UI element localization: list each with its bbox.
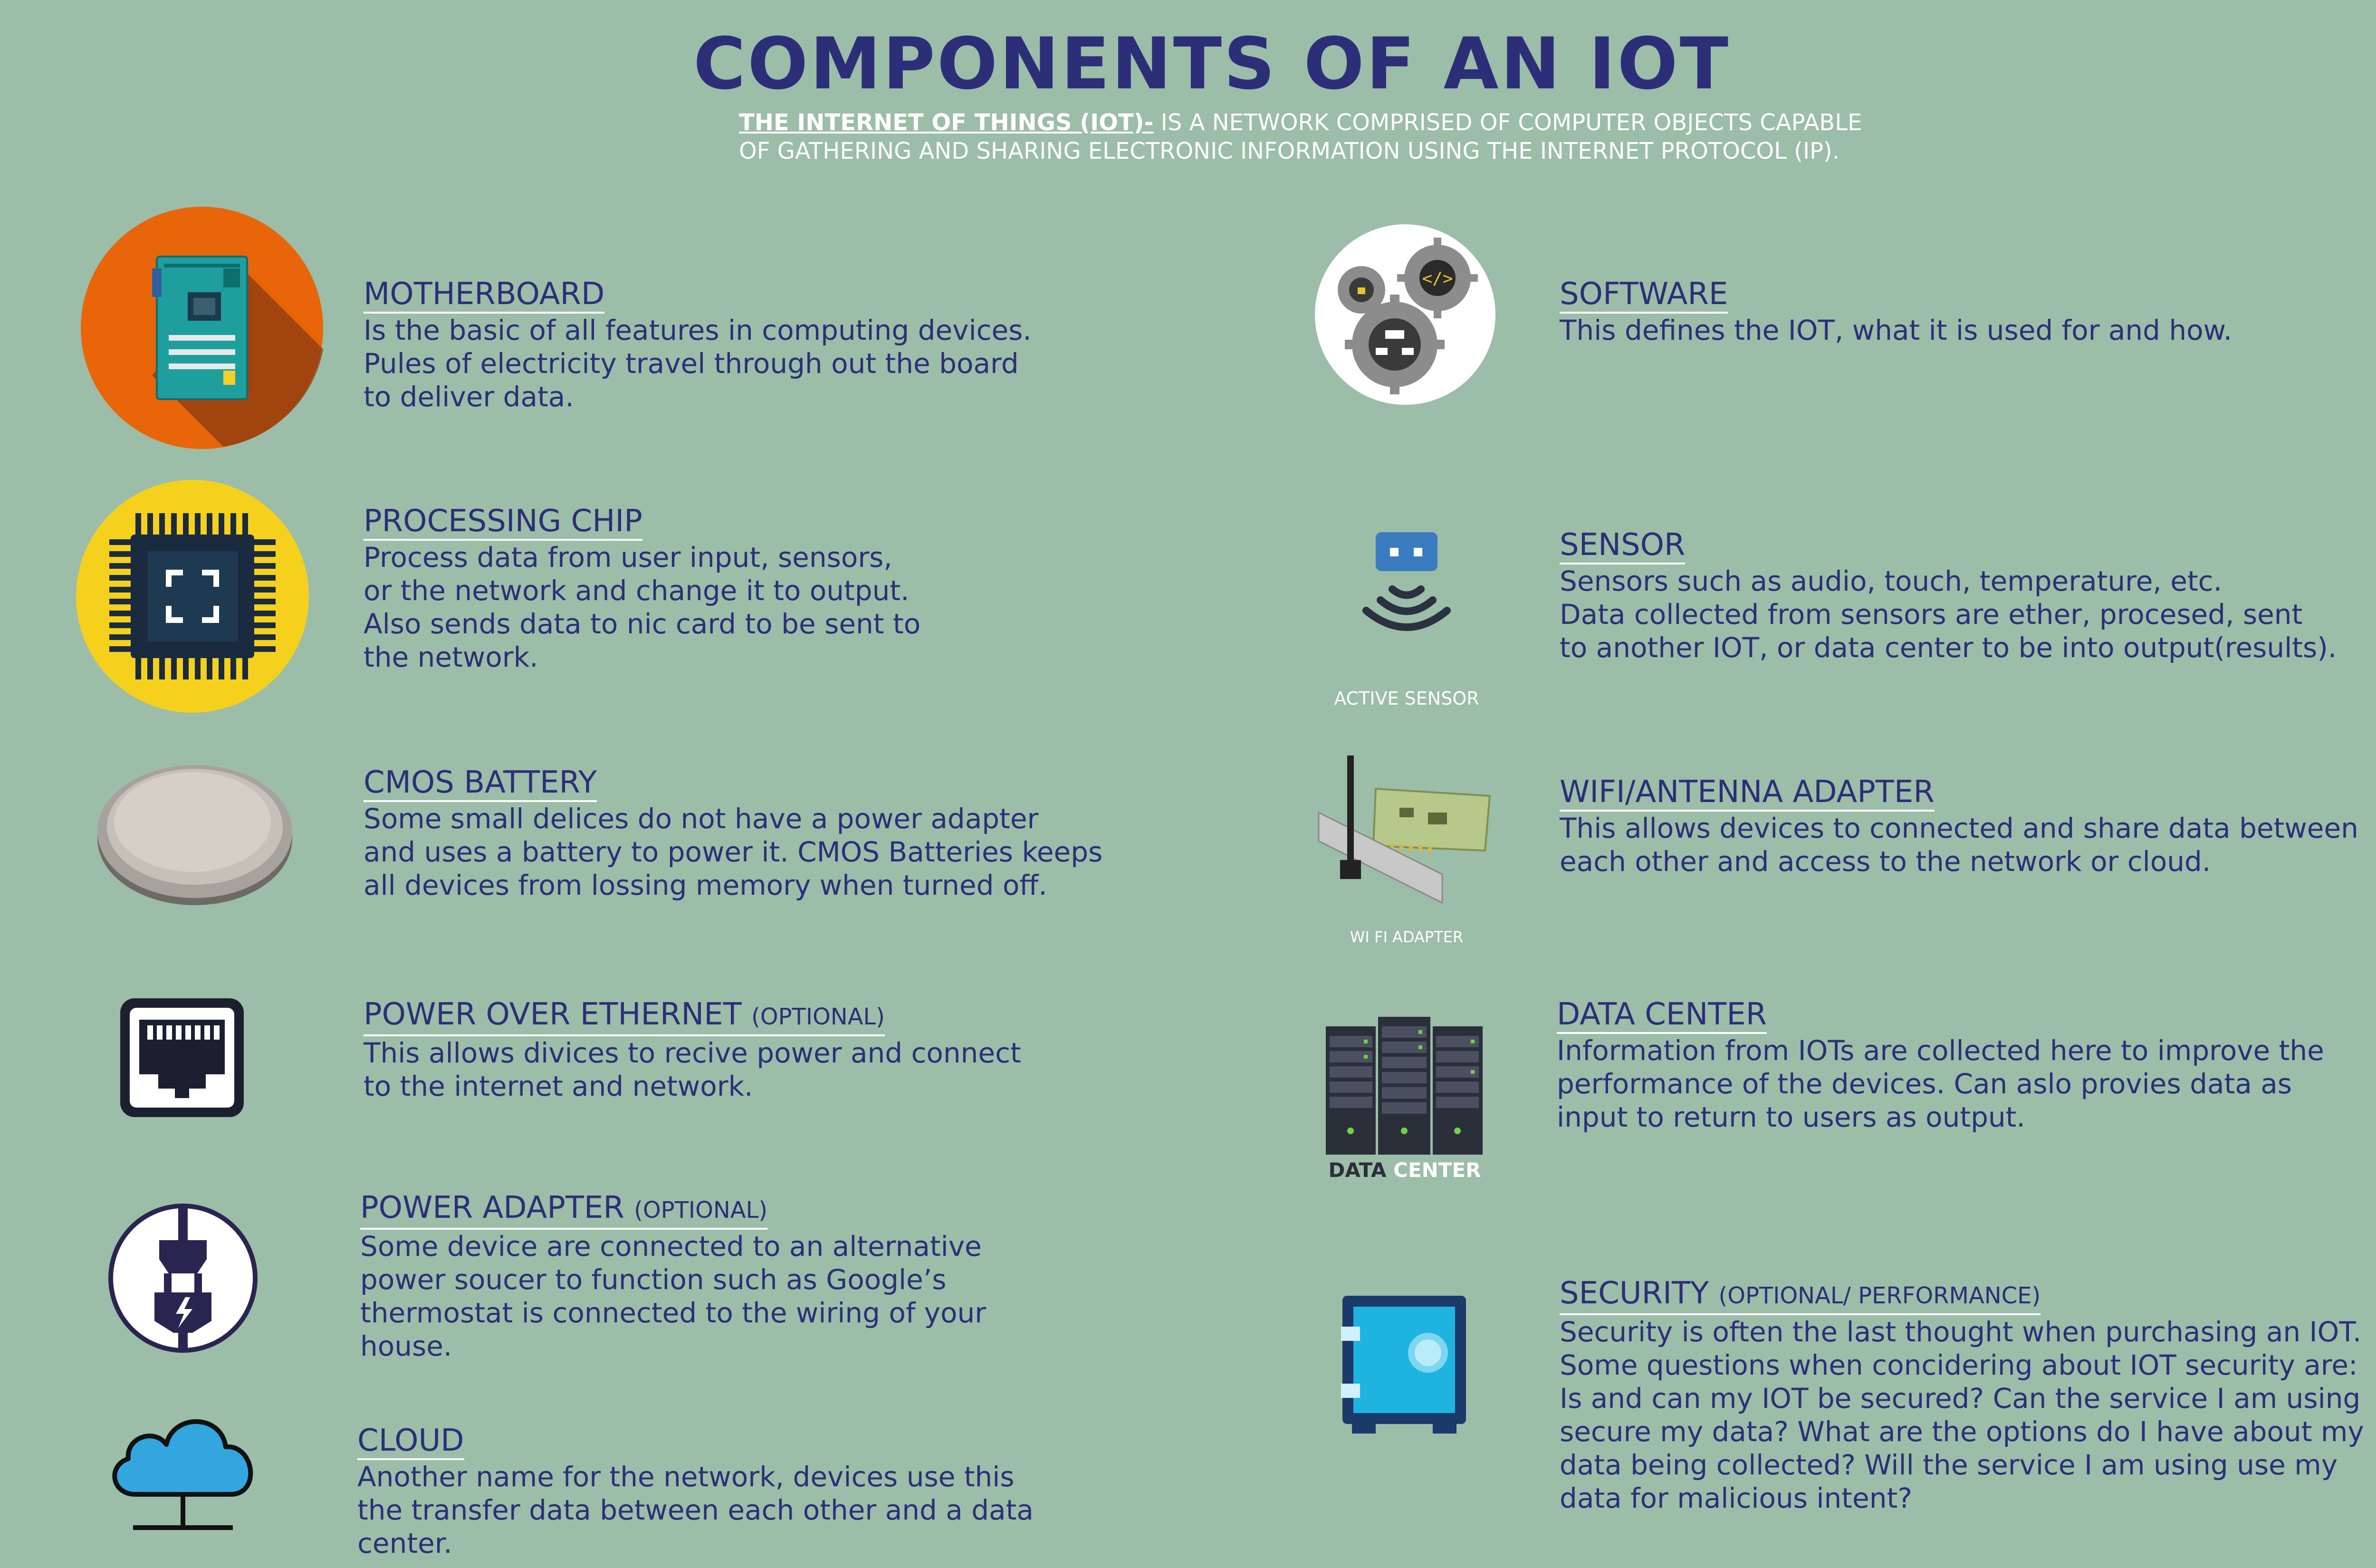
item-heading: PROCESSING CHIP: [364, 504, 642, 541]
item-sensor: SENSOR Sensors such as audio, touch, tem…: [1560, 527, 2376, 664]
ethernet-port-icon: [120, 998, 244, 1117]
item-software: SOFTWARE This defines the IOT, what it i…: [1560, 277, 2376, 347]
item-heading: SECURITY: [1560, 1276, 1709, 1311]
item-heading: MOTHERBOARD: [364, 277, 605, 314]
datacenter-caption-a: DATA: [1328, 1158, 1387, 1182]
item-description: Is the basic of all features in computin…: [364, 314, 1032, 413]
item-processing-chip: PROCESSING CHIP Process data from user i…: [364, 504, 1124, 674]
motherboard-icon: [81, 207, 323, 449]
item-heading: CLOUD: [357, 1423, 464, 1460]
item-heading: CMOS BATTERY: [364, 765, 597, 802]
cmos-battery-icon: [97, 765, 292, 905]
item-data-center: DATA CENTER Information from IOTs are co…: [1557, 997, 2376, 1134]
item-description: Some device are connected to an alternat…: [360, 1230, 987, 1362]
power-plug-icon: [108, 1204, 258, 1353]
item-heading: POWER ADAPTER: [360, 1190, 624, 1225]
item-heading: WIFI/ANTENNA ADAPTER: [1560, 774, 1935, 812]
item-description: This allows devices to connected and sha…: [1560, 812, 2358, 878]
item-security: SECURITY (OPTIONAL/ PERFORMANCE) Securit…: [1560, 1276, 2376, 1515]
item-description: Sensors such as audio, touch, temperatur…: [1560, 565, 2337, 664]
wifi-adapter-icon: [1318, 755, 1491, 904]
item-wifi-adapter: WIFI/ANTENNA ADAPTER This allows devices…: [1560, 774, 2376, 878]
svg-text:</>: </>: [1422, 269, 1453, 288]
item-description: Information from IOTs are collected here…: [1557, 1034, 2324, 1133]
page-title: COMPONENTS OF AN IOT: [693, 23, 1731, 105]
datacenter-caption: DATA CENTER: [1324, 1158, 1485, 1182]
item-description: Another name for the network, devices us…: [357, 1461, 1034, 1559]
item-optional: (OPTIONAL/ PERFORMANCE): [1718, 1282, 2041, 1309]
datacenter-caption-b: CENTER: [1393, 1158, 1481, 1182]
intro-lead: THE INTERNET OF THINGS (IOT)-: [739, 109, 1154, 136]
gears-icon: </>: [1315, 224, 1495, 405]
item-optional: (OPTIONAL): [634, 1197, 768, 1224]
item-heading-wrap: POWER ADAPTER (OPTIONAL): [360, 1190, 768, 1230]
item-description: Some small delices do not have a power a…: [364, 803, 1103, 901]
item-description: Security is often the last thought when …: [1560, 1316, 2364, 1514]
wifi-caption: WI FI ADAPTER: [1350, 928, 1464, 946]
item-power-adapter: POWER ADAPTER (OPTIONAL) Some device are…: [360, 1190, 1121, 1363]
item-optional: (OPTIONAL): [751, 1004, 885, 1030]
intro-line-2: OF GATHERING AND SHARING ELECTRONIC INFO…: [739, 138, 1840, 164]
item-description: Process data from user input, sensors, o…: [364, 541, 921, 673]
intro-text: THE INTERNET OF THINGS (IOT)- IS A NETWO…: [739, 108, 1879, 165]
item-cmos-battery: CMOS BATTERY Some small delices do not h…: [364, 765, 1124, 902]
item-heading: SOFTWARE: [1560, 277, 1728, 314]
item-heading-wrap: POWER OVER ETHERNET (OPTIONAL): [364, 997, 885, 1036]
item-motherboard: MOTHERBOARD Is the basic of all features…: [364, 277, 1124, 413]
safe-icon: [1341, 1296, 1466, 1434]
item-description: This allows divices to recive power and …: [364, 1037, 1021, 1102]
item-heading-wrap: SECURITY (OPTIONAL/ PERFORMANCE): [1560, 1276, 2041, 1315]
intro-line-1: IS A NETWORK COMPRISED OF COMPUTER OBJEC…: [1153, 109, 1862, 136]
item-heading: SENSOR: [1560, 527, 1686, 564]
sensor-caption: ACTIVE SENSOR: [1334, 688, 1479, 709]
item-heading: DATA CENTER: [1557, 997, 1767, 1034]
item-heading: POWER OVER ETHERNET: [364, 997, 742, 1032]
processing-chip-icon: [76, 480, 309, 713]
active-sensor-icon: [1362, 532, 1451, 631]
item-power-over-ethernet: POWER OVER ETHERNET (OPTIONAL) This allo…: [364, 997, 1124, 1103]
item-cloud: CLOUD Another name for the network, devi…: [357, 1423, 1118, 1560]
data-center-icon: [1326, 1017, 1483, 1155]
item-description: This defines the IOT, what it is used fo…: [1560, 314, 2232, 346]
cloud-icon: [112, 1419, 253, 1530]
